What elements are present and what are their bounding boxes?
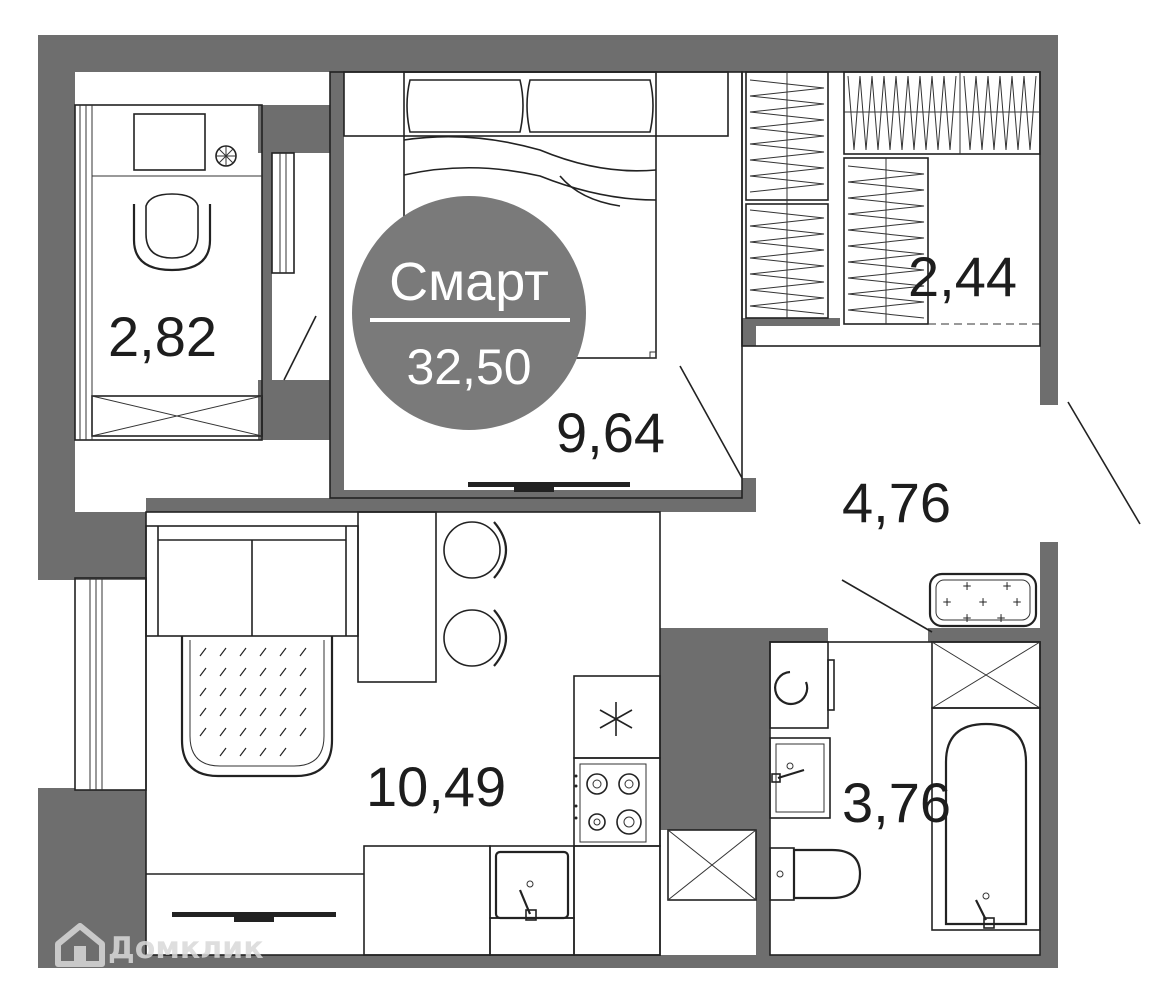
walls: [38, 35, 1058, 968]
watermark: Домклик: [55, 923, 264, 967]
sink-icon: [769, 737, 831, 819]
apartment-type-badge: Смарт 32,50: [352, 196, 586, 430]
room-area-bedroom: 9,64: [556, 401, 665, 464]
sofa-icon: [145, 525, 359, 778]
armchair-icon: [132, 193, 212, 272]
room-area-bathroom: 3,76: [842, 771, 951, 834]
svg-text:+: +: [978, 595, 988, 609]
room-area-kitchen-living: 10,49: [366, 755, 506, 818]
room-area-wardrobe: 2,44: [908, 245, 1017, 308]
balcony: [74, 104, 317, 441]
tv-icon: [468, 482, 630, 492]
tv-icon: [146, 873, 364, 922]
house-icon: [55, 923, 105, 967]
watermark-text: Домклик: [108, 931, 264, 966]
room-area-balcony: 2,82: [108, 305, 217, 368]
wardrobe: [741, 71, 1141, 525]
badge-type: Смарт: [389, 252, 549, 312]
clothes-rack-icon: [745, 71, 829, 319]
toilet-icon: [769, 847, 862, 901]
bar-counter: [357, 511, 507, 683]
svg-text:+: +: [962, 611, 972, 625]
bathroom: [769, 641, 1041, 956]
kitchen-living: [74, 511, 757, 956]
svg-text:+: +: [1002, 579, 1012, 593]
badge-total-area: 32,50: [406, 339, 531, 395]
kitchen-units: [363, 675, 661, 956]
svg-text:+: +: [962, 579, 972, 593]
svg-text:+: +: [996, 611, 1006, 625]
svg-text:+: +: [1012, 595, 1022, 609]
washing-machine-icon: [133, 113, 206, 171]
snowflake-icon: [599, 702, 633, 736]
air-conditioner-icon: [215, 145, 237, 167]
clothes-rack-icon: [843, 157, 929, 325]
svg-text:+: +: [942, 595, 952, 609]
clothes-rack-icon: [843, 71, 1041, 155]
area-labels: 2,82 9,64 2,44 4,76 10,49 3,76: [108, 245, 1017, 834]
bathtub-icon: [931, 641, 1041, 931]
room-area-hallway: 4,76: [842, 471, 951, 534]
shoe-rack-icon: + + + + + + +: [928, 572, 1038, 628]
hallway: + + + + + + +: [841, 572, 1038, 633]
washing-machine-icon: [769, 641, 835, 729]
